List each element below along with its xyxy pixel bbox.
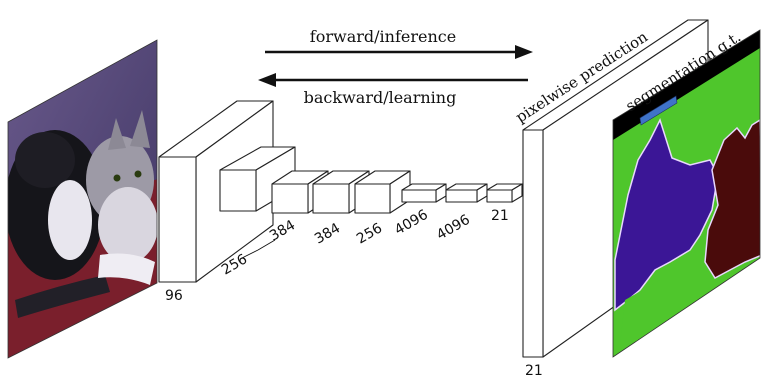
gt-marker xyxy=(639,95,678,126)
layer-label-4096-a: 4096 xyxy=(392,207,431,239)
backward-arrow xyxy=(258,73,528,87)
layer-label-96: 96 xyxy=(165,288,183,304)
layer-block-21 xyxy=(486,183,523,203)
layer-label-384-b: 384 xyxy=(312,220,343,247)
forward-inference-label: forward/inference xyxy=(310,27,456,46)
layer-label-256-b: 256 xyxy=(354,220,385,247)
layer-block-256-a xyxy=(219,146,296,212)
layer-block-96 xyxy=(158,100,274,283)
layer-label-4096-b: 4096 xyxy=(434,212,473,244)
layer-block-4096-a xyxy=(401,183,447,203)
output-label-21: 21 xyxy=(525,363,543,377)
layer-label-21: 21 xyxy=(491,208,509,224)
forward-arrow xyxy=(265,45,533,59)
layer-block-4096-b xyxy=(445,183,488,203)
input-image xyxy=(7,39,158,359)
backward-learning-label: backward/learning xyxy=(304,88,457,107)
